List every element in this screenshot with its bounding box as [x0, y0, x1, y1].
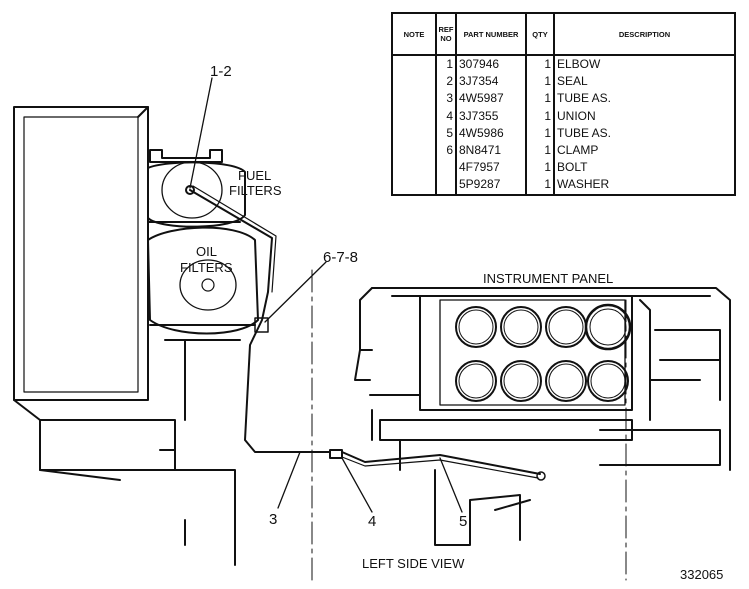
description-cell: BOLT — [553, 159, 736, 177]
fuel-filters — [147, 149, 246, 228]
note-cell — [391, 90, 437, 108]
description-cell: CLAMP — [553, 141, 736, 160]
figure-number: 332065 — [680, 567, 723, 582]
header-qty: QTY — [525, 12, 555, 56]
engine-block — [13, 106, 241, 566]
table-row: 4F7957 1 BOLT — [391, 159, 736, 177]
table-row: 3 4W5987 1 TUBE AS. — [391, 90, 736, 108]
qty-cell: 1 — [525, 141, 555, 160]
part-number-cell: 8N8471 — [455, 141, 527, 160]
qty-cell: 1 — [525, 73, 555, 91]
parts-table: NOTE REF NO PART NUMBER QTY DESCRIPTION … — [391, 12, 736, 196]
instrument-panel-label: INSTRUMENT PANEL — [483, 271, 613, 286]
part-number-cell: 3J7354 — [455, 73, 527, 91]
qty-cell: 1 — [525, 55, 555, 74]
note-cell — [391, 159, 437, 177]
part-number-cell: 4F7957 — [455, 159, 527, 177]
note-cell — [391, 141, 437, 160]
ref-cell — [435, 176, 457, 196]
description-cell: WASHER — [553, 176, 736, 196]
note-cell — [391, 107, 437, 125]
part-number-cell: 307946 — [455, 55, 527, 74]
part-number-cell: 3J7355 — [455, 107, 527, 125]
note-cell — [391, 176, 437, 196]
qty-cell: 1 — [525, 159, 555, 177]
qty-cell: 1 — [525, 176, 555, 196]
ref-cell: 6 — [435, 141, 457, 160]
table-row: 5P9287 1 WASHER — [391, 176, 736, 196]
qty-cell: 1 — [525, 124, 555, 142]
table-row: 4 3J7355 1 UNION — [391, 107, 736, 125]
description-cell: SEAL — [553, 73, 736, 91]
header-part-number: PART NUMBER — [455, 12, 527, 56]
description-cell: UNION — [553, 107, 736, 125]
callout-4: 4 — [368, 513, 376, 530]
callout-6-7-8: 6-7-8 — [323, 249, 358, 266]
fuel-filters-label-1: FUEL — [238, 168, 271, 183]
note-cell — [391, 55, 437, 74]
ref-cell: 3 — [435, 90, 457, 108]
fuel-filters-label-2: FILTERS — [229, 183, 282, 198]
qty-cell: 1 — [525, 90, 555, 108]
part-number-cell: 4W5987 — [455, 90, 527, 108]
note-cell — [391, 124, 437, 142]
table-row: 1 307946 1 ELBOW — [391, 55, 736, 74]
parts-table-header: NOTE REF NO PART NUMBER QTY DESCRIPTION — [391, 12, 736, 56]
part-number-cell: 4W5986 — [455, 124, 527, 142]
table-row: 5 4W5986 1 TUBE AS. — [391, 124, 736, 142]
ref-cell: 4 — [435, 107, 457, 125]
center-lines — [311, 269, 627, 581]
header-ref-no: REF NO — [435, 12, 457, 56]
ref-cell — [435, 159, 457, 177]
table-row: 2 3J7354 1 SEAL — [391, 73, 736, 91]
fuel-tube — [185, 185, 546, 481]
description-cell: ELBOW — [553, 55, 736, 74]
view-caption: LEFT SIDE VIEW — [362, 556, 465, 571]
ref-cell: 1 — [435, 55, 457, 74]
callout-5: 5 — [459, 513, 467, 530]
ref-cell: 5 — [435, 124, 457, 142]
description-cell: TUBE AS. — [553, 124, 736, 142]
header-description: DESCRIPTION — [553, 12, 736, 56]
note-cell — [391, 73, 437, 91]
qty-cell: 1 — [525, 107, 555, 125]
part-number-cell: 5P9287 — [455, 176, 527, 196]
header-note: NOTE — [391, 12, 437, 56]
oil-filters-label-2: FILTERS — [180, 260, 233, 275]
oil-filters-label-1: OIL — [196, 244, 217, 259]
oil-filters — [147, 226, 259, 335]
instrument-panel — [354, 287, 731, 546]
table-row: 6 8N8471 1 CLAMP — [391, 141, 736, 160]
callout-1-2: 1-2 — [210, 63, 232, 80]
callout-3: 3 — [269, 511, 277, 528]
leader-lines — [189, 77, 463, 513]
description-cell: TUBE AS. — [553, 90, 736, 108]
ref-cell: 2 — [435, 73, 457, 91]
